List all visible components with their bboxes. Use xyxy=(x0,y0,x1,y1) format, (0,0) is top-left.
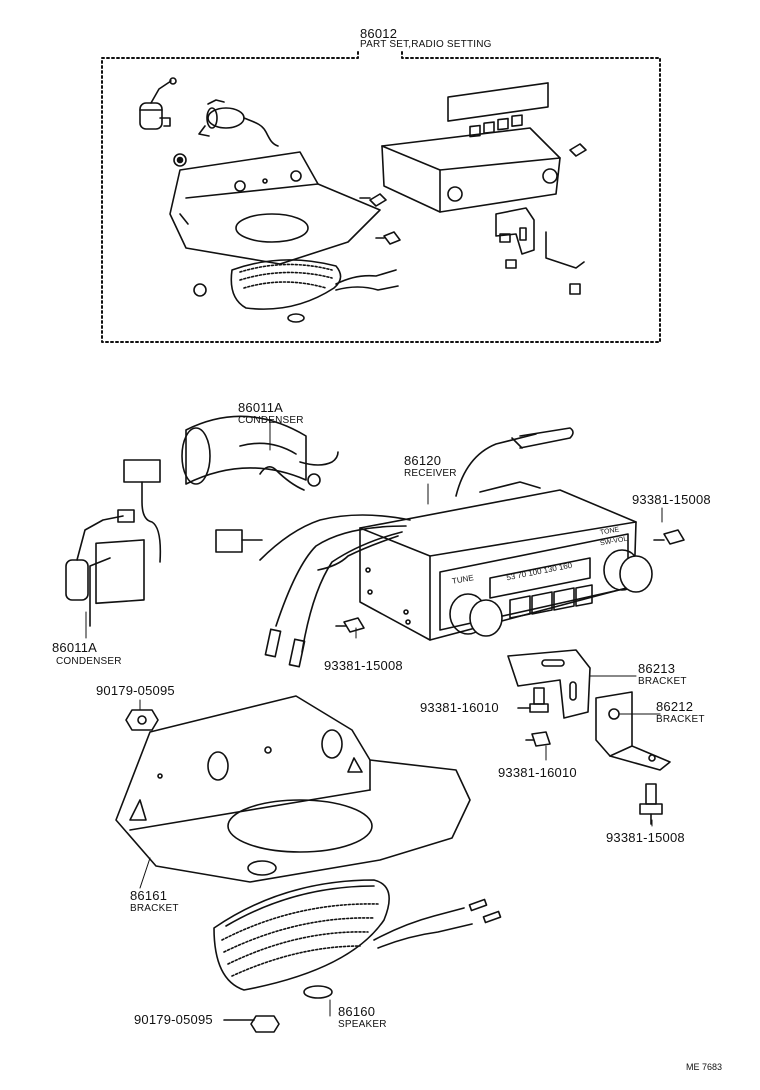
condenser-small-left xyxy=(65,459,162,627)
set-condenser-small-2 xyxy=(198,99,279,147)
set-bolt-a xyxy=(359,193,387,207)
bracket-86212-number: 86212 xyxy=(656,699,694,714)
condenser-left-name: CONDENSER xyxy=(56,656,122,667)
set-bolt-e xyxy=(505,259,517,269)
bolt-15008-bottom-number: 93381-15008 xyxy=(606,830,685,845)
set-bolt-b xyxy=(375,231,401,245)
leader-lines xyxy=(85,419,663,1017)
bolt-93381-15008-under xyxy=(335,617,365,633)
nut-90179-bottom xyxy=(223,1015,280,1033)
bolt-receiver-right-number: 93381-15008 xyxy=(632,492,711,507)
bracket-86161-number: 86161 xyxy=(130,888,168,903)
part-set-number: 86012 xyxy=(360,26,398,41)
bolt-16010-a-number: 93381-16010 xyxy=(420,700,499,715)
bracket-86213-name: BRACKET xyxy=(638,676,687,687)
bracket-86213-number: 86213 xyxy=(638,661,676,676)
part-set-dotted-frame xyxy=(101,51,661,343)
condenser-left-number: 86011A xyxy=(52,640,98,655)
condenser-top-number: 86011A xyxy=(238,400,284,415)
set-condenser-small xyxy=(139,77,177,130)
bolt-16010-b-number: 93381-16010 xyxy=(498,765,577,780)
set-nut-1 xyxy=(173,153,187,167)
bolt-93381-15008-bottom xyxy=(639,783,663,825)
set-speaker-mini xyxy=(230,259,399,323)
set-bracket-mini xyxy=(169,151,381,265)
bracket-86213 xyxy=(507,649,591,719)
set-nut-2 xyxy=(193,283,207,297)
nut-bottom-number: 90179-05095 xyxy=(134,1012,213,1027)
condenser-top-name: CONDENSER xyxy=(238,415,304,426)
speaker-86160 xyxy=(213,879,502,999)
set-bolt-c xyxy=(569,143,587,157)
bolt-93381-16010-a xyxy=(517,687,549,713)
bolt-93381-16010-b xyxy=(525,731,551,747)
set-bolt-f xyxy=(569,283,581,295)
bracket-86161 xyxy=(115,695,471,883)
set-receiver-mini xyxy=(381,82,561,213)
drawing-reference: ME 7683 xyxy=(686,1062,723,1072)
bracket-86212-name: BRACKET xyxy=(656,714,705,725)
speaker-number: 86160 xyxy=(338,1004,376,1019)
part-set-name: PART SET,RADIO SETTING xyxy=(360,39,492,50)
condenser-large xyxy=(181,415,339,491)
wire-harness xyxy=(215,514,411,668)
bracket-86161-name: BRACKET xyxy=(130,903,179,914)
receiver-name: RECEIVER xyxy=(404,468,457,479)
antenna-lead xyxy=(455,427,574,497)
nut-top-number: 90179-05095 xyxy=(96,683,175,698)
nut-90179-top xyxy=(125,709,159,731)
bolt-receiver-under-number: 93381-15008 xyxy=(324,658,403,673)
bolt-93381-15008-right xyxy=(653,529,685,545)
speaker-name: SPEAKER xyxy=(338,1019,387,1030)
receiver-number: 86120 xyxy=(404,453,442,468)
set-bolt-d xyxy=(499,233,511,243)
bracket-86212 xyxy=(595,691,671,771)
receiver-body xyxy=(359,481,653,641)
